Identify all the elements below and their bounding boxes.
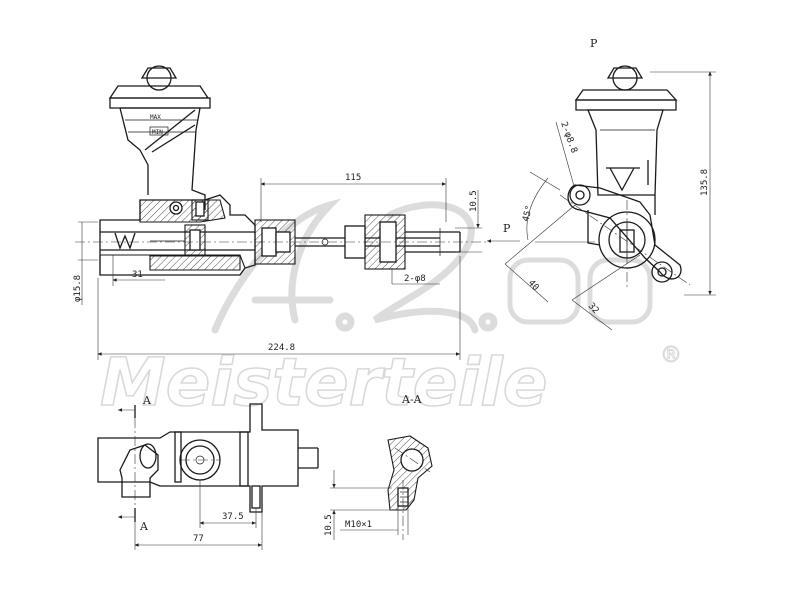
dim-m10x1: M10×1 xyxy=(340,506,409,535)
dim-45-deg-label: 45° xyxy=(521,204,535,222)
view-p-centerline-diag xyxy=(559,194,691,286)
cylinder-body xyxy=(99,194,296,276)
dim-115: 115 xyxy=(260,173,447,222)
dim-135-8: 135.8 xyxy=(650,71,716,296)
dim-224-8-label: 224.8 xyxy=(268,343,295,353)
section-mark-a-bottom-label: A xyxy=(139,520,149,533)
dim-224-8: 224.8 xyxy=(97,256,461,360)
dim-phi15-8: φ15.8 xyxy=(73,221,98,305)
reservoir-max-mark: MAX xyxy=(150,114,161,121)
plan-body xyxy=(97,403,319,513)
view-p: P xyxy=(504,37,716,331)
dim-10-5-top-label: 10.5 xyxy=(469,190,479,212)
direction-arrow-label: P xyxy=(503,222,511,235)
bottom-plan-view: A A 37.5 xyxy=(97,394,319,550)
section-mark-a-bottom: A xyxy=(118,508,149,533)
dim-135-8-label: 135.8 xyxy=(700,169,710,196)
dim-10-5-bottom: 10.5 xyxy=(324,470,392,540)
dim-2-phi8-8: 2-φ8.8 xyxy=(555,121,579,187)
view-p-reservoir xyxy=(574,65,678,196)
section-a-a-body xyxy=(387,435,433,540)
dim-2-phi8: 2-φ8 xyxy=(391,268,440,285)
dim-45-deg: 45° xyxy=(521,171,595,243)
dim-2-phi8-label: 2-φ8 xyxy=(404,274,426,284)
dim-37-5: 37.5 xyxy=(199,480,257,528)
dim-77: 77 xyxy=(134,512,263,550)
reservoir-body: MAX MIN xyxy=(119,107,206,210)
watermark: Meisterteile ® xyxy=(99,198,683,422)
dim-32: 32 xyxy=(571,254,641,331)
dim-115-label: 115 xyxy=(345,173,361,183)
dim-40-label: 40 xyxy=(526,278,541,293)
watermark-brand-text: Meisterteile xyxy=(100,344,548,421)
section-mark-a-top: A xyxy=(118,394,152,418)
view-p-title: P xyxy=(590,37,598,50)
section-a-a-title: A-A xyxy=(401,393,423,406)
view-p-flange xyxy=(567,184,682,283)
dim-31-label: 31 xyxy=(132,270,143,280)
dim-40: 40 xyxy=(504,204,576,303)
watermark-registered-mark: ® xyxy=(660,343,682,368)
dim-m10x1-label: M10×1 xyxy=(345,520,372,530)
section-a-a-view: A-A 10.5 M10×1 xyxy=(324,393,433,540)
section-mark-a-top-label: A xyxy=(142,394,152,407)
reservoir-min-mark: MIN xyxy=(152,129,163,136)
dim-77-label: 77 xyxy=(193,534,204,544)
dim-37-5-label: 37.5 xyxy=(222,512,244,522)
dim-2-phi8-8-label: 2-φ8.8 xyxy=(558,121,579,155)
dim-10-5-bottom-label: 10.5 xyxy=(324,514,334,536)
view-direction-arrow: P xyxy=(487,222,520,243)
reservoir-cap xyxy=(108,65,211,109)
dim-31: 31 xyxy=(112,255,165,286)
dim-10-5-top: 10.5 xyxy=(455,190,482,253)
main-side-view: MAX MIN xyxy=(73,65,520,360)
dim-phi15-8-label: φ15.8 xyxy=(73,275,83,302)
